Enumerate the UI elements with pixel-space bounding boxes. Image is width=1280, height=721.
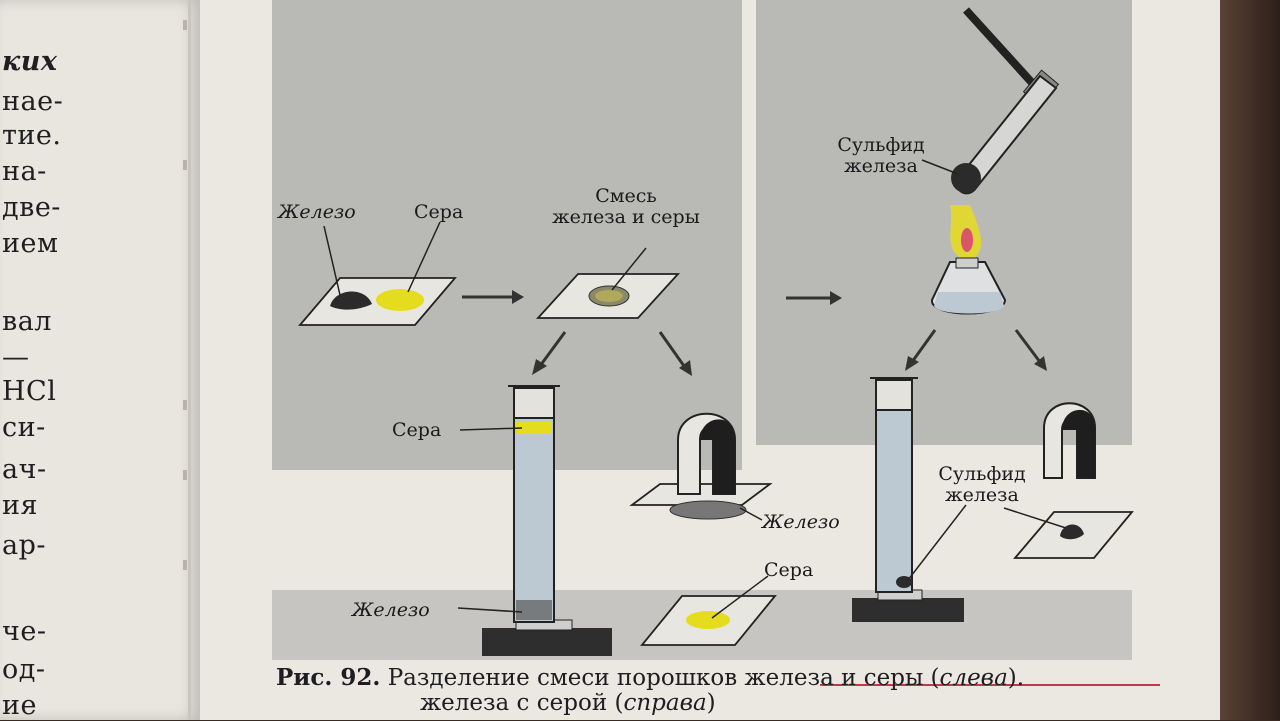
left-text-fragment: ием bbox=[2, 228, 59, 259]
magnet-right bbox=[1043, 402, 1096, 479]
label-iron-sulfide-top: Сульфид железа bbox=[836, 135, 926, 177]
arrow-right-2 bbox=[786, 291, 842, 305]
figure-caption-line1: Рис. 92. Разделение смеси порошков желез… bbox=[276, 664, 1024, 691]
arrow-down-right-1 bbox=[658, 331, 692, 376]
left-text-fragment: две- bbox=[2, 192, 61, 223]
figure-background-left bbox=[272, 0, 742, 470]
left-text-fragment: ких bbox=[2, 46, 58, 77]
binding-stitch bbox=[183, 560, 187, 570]
cylinder-right bbox=[852, 377, 964, 622]
left-text-fragment: си- bbox=[2, 412, 46, 443]
left-text-fragment: на- bbox=[2, 156, 47, 187]
left-text-fragment: тие. bbox=[2, 120, 62, 151]
mixture-plate bbox=[535, 273, 681, 319]
binding-stitch bbox=[183, 160, 187, 170]
left-text-fragment: че- bbox=[2, 616, 47, 647]
left-text-fragment: вал bbox=[2, 306, 52, 337]
arrow-down-left-1 bbox=[532, 331, 567, 375]
caption-text: Разделение смеси порошков железа и серы … bbox=[380, 665, 940, 691]
iron-sulfur-plate bbox=[298, 277, 457, 326]
figure-background-right bbox=[756, 0, 1132, 445]
caption-line2-end: ) bbox=[706, 690, 716, 716]
caption-figure-number: Рис. 92. bbox=[276, 664, 381, 691]
left-text-fragment: ар- bbox=[2, 530, 47, 561]
caption-italic-right: справа bbox=[623, 690, 707, 716]
magnet-left bbox=[629, 412, 773, 520]
left-text-fragment: ие bbox=[2, 690, 37, 721]
label-iron-magnet: Железо bbox=[762, 511, 840, 533]
label-mixture: Смесь железа и серы bbox=[536, 186, 716, 228]
left-text-fragment: ач- bbox=[2, 454, 47, 485]
test-tube-heating bbox=[930, 7, 1060, 315]
figure-caption-line2: железа с серой (справа) bbox=[420, 690, 716, 716]
label-iron-sulfide-plate: Сульфид железа bbox=[932, 464, 1032, 506]
label-iron-top: Железо bbox=[278, 201, 356, 223]
label-mixture-line2: железа и серы bbox=[552, 205, 700, 228]
binding-stitch bbox=[183, 400, 187, 410]
label-sulfur-plate: Сера bbox=[764, 559, 814, 581]
label-iron-sulfide-top-line2: железа bbox=[844, 154, 918, 177]
iron-sulfide-plate bbox=[1013, 511, 1134, 559]
caption-end: ). bbox=[1007, 665, 1025, 691]
book-binding bbox=[188, 0, 191, 720]
label-iron-sulfide-plate-line2: железа bbox=[945, 483, 1019, 506]
label-sulfur-top: Сера bbox=[414, 201, 464, 223]
cylinder-left bbox=[482, 385, 612, 656]
arrow-down-right-2 bbox=[1014, 329, 1047, 371]
left-book-page: ких нае- тие. на- две- ием вал — HCl си-… bbox=[0, 0, 200, 721]
table-edge bbox=[1220, 0, 1280, 720]
binding-stitch bbox=[183, 470, 187, 480]
left-text-fragment: ия bbox=[2, 490, 39, 521]
label-iron-cylinder: Железо bbox=[352, 599, 430, 621]
caption-rule bbox=[820, 684, 1160, 686]
left-text-fragment: — bbox=[2, 342, 30, 373]
label-iron-sulfide-plate-line1: Сульфид bbox=[938, 463, 1026, 485]
arrow-right-1 bbox=[462, 290, 524, 304]
label-iron-sulfide-top-line1: Сульфид bbox=[837, 134, 925, 156]
label-mixture-line1: Смесь bbox=[595, 185, 657, 207]
binding-stitch bbox=[183, 20, 187, 30]
sulfur-plate-bottom bbox=[640, 595, 777, 646]
left-text-fragment: нае- bbox=[2, 86, 64, 117]
left-text-fragment: од- bbox=[2, 654, 46, 685]
arrow-down-left-2 bbox=[905, 329, 937, 371]
left-text-fragment: HCl bbox=[2, 376, 57, 407]
caption-italic-left: слева bbox=[939, 665, 1008, 691]
label-sulfur-cylinder: Сера bbox=[392, 419, 442, 441]
caption-line2-text: железа с серой ( bbox=[420, 690, 624, 716]
